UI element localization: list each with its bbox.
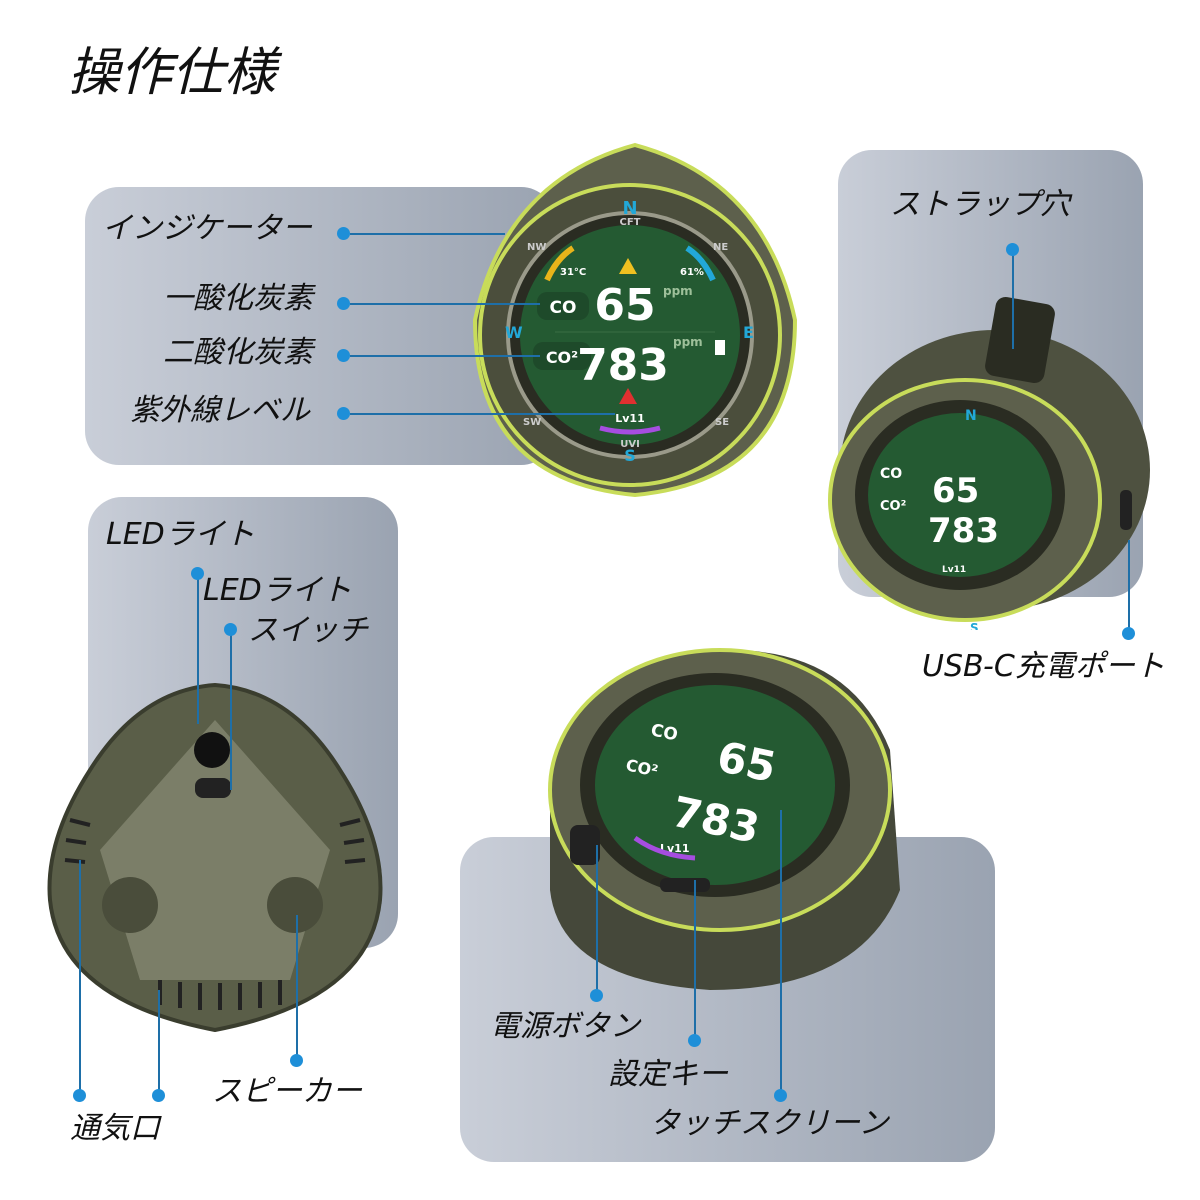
callout-line	[350, 355, 540, 357]
power-button	[570, 825, 600, 865]
callout-line	[197, 574, 199, 724]
callout-line	[1128, 540, 1130, 632]
svg-text:CO²: CO²	[880, 499, 906, 514]
callout-dot	[73, 1089, 86, 1102]
label-settings: 設定キー	[608, 1057, 728, 1092]
svg-text:N: N	[622, 198, 637, 219]
callout-line	[350, 303, 540, 305]
callout-dot	[290, 1054, 303, 1067]
label-co2: 二酸化炭素	[163, 335, 313, 370]
svg-text:SW: SW	[523, 417, 541, 428]
label-led: LEDライト	[106, 517, 255, 552]
callout-line	[780, 810, 782, 1095]
callout-dot	[337, 297, 350, 310]
callout-dot	[224, 623, 237, 636]
callout-dot	[191, 567, 204, 580]
device-front-view: N CFT NW NE W E SW SE UVI S 31°C 61% CO …	[472, 142, 798, 498]
device-side-view: N CO 65 CO² 783 Lv11 S	[828, 296, 1150, 630]
svg-text:Lv11: Lv11	[942, 565, 966, 575]
speaker-left	[102, 877, 158, 933]
callout-dot	[1122, 627, 1135, 640]
callout-dot	[688, 1034, 701, 1047]
svg-text:E: E	[743, 323, 754, 342]
svg-text:N: N	[965, 408, 977, 424]
co2-value: 783	[577, 340, 669, 391]
device-back-view	[47, 682, 383, 1033]
svg-text:61%: 61%	[680, 267, 704, 278]
callout-line	[230, 630, 232, 790]
label-co: 一酸化炭素	[163, 281, 313, 316]
callout-line	[596, 845, 598, 995]
settings-key	[660, 878, 710, 892]
label-strap-hole: ストラップ穴	[890, 187, 1070, 222]
callout-line	[296, 915, 298, 1060]
label-indicator: インジケーター	[102, 211, 312, 246]
label-uv: 紫外線レベル	[130, 393, 310, 428]
led-light	[194, 732, 230, 768]
svg-text:ppm: ppm	[663, 284, 693, 298]
label-touchscreen: タッチスクリーン	[650, 1106, 889, 1141]
device-angled-view: CO CO² 65 783 Lv11	[548, 648, 900, 990]
svg-text:NW: NW	[527, 242, 546, 253]
svg-text:NE: NE	[713, 242, 728, 253]
uv-level: Lv11	[615, 412, 645, 425]
co2-label: CO²	[546, 348, 578, 367]
svg-text:CFT: CFT	[620, 217, 641, 228]
callout-dot	[337, 407, 350, 420]
label-vent: 通気口	[70, 1111, 160, 1146]
label-speaker: スピーカー	[212, 1074, 362, 1109]
svg-text:S: S	[970, 621, 979, 630]
svg-text:31°C: 31°C	[560, 267, 586, 278]
label-usb-c: USB-C充電ポート	[922, 649, 1165, 684]
svg-text:CO: CO	[880, 466, 902, 482]
callout-dot	[152, 1089, 165, 1102]
co-value: 65	[594, 280, 655, 331]
page-title: 操作仕様	[68, 43, 277, 103]
label-led-switch-2: スイッチ	[248, 613, 368, 648]
svg-text:S: S	[624, 446, 636, 465]
label-led-switch-1: LEDライト	[203, 573, 352, 608]
svg-text:783: 783	[928, 511, 999, 551]
led-switch	[195, 778, 231, 798]
callout-line	[158, 990, 160, 1095]
callout-dot	[1006, 243, 1019, 256]
callout-line	[350, 233, 505, 235]
svg-text:UVI: UVI	[620, 439, 640, 450]
touchscreen	[520, 225, 740, 445]
callout-line	[694, 880, 696, 1040]
vents	[64, 818, 366, 1010]
speaker-right	[267, 877, 323, 933]
callout-line	[79, 860, 81, 1095]
svg-text:ppm: ppm	[673, 335, 703, 349]
co-label: CO	[550, 298, 577, 318]
label-power: 電源ボタン	[490, 1009, 640, 1044]
usb-c-port	[1120, 490, 1132, 530]
callout-dot	[337, 349, 350, 362]
svg-text:65: 65	[713, 732, 780, 792]
svg-text:65: 65	[932, 471, 979, 511]
callout-dot	[774, 1089, 787, 1102]
callout-dot	[337, 227, 350, 240]
callout-line	[1012, 254, 1014, 349]
svg-text:W: W	[505, 323, 523, 342]
callout-line	[350, 413, 615, 415]
svg-text:SE: SE	[715, 417, 729, 428]
callout-dot	[590, 989, 603, 1002]
